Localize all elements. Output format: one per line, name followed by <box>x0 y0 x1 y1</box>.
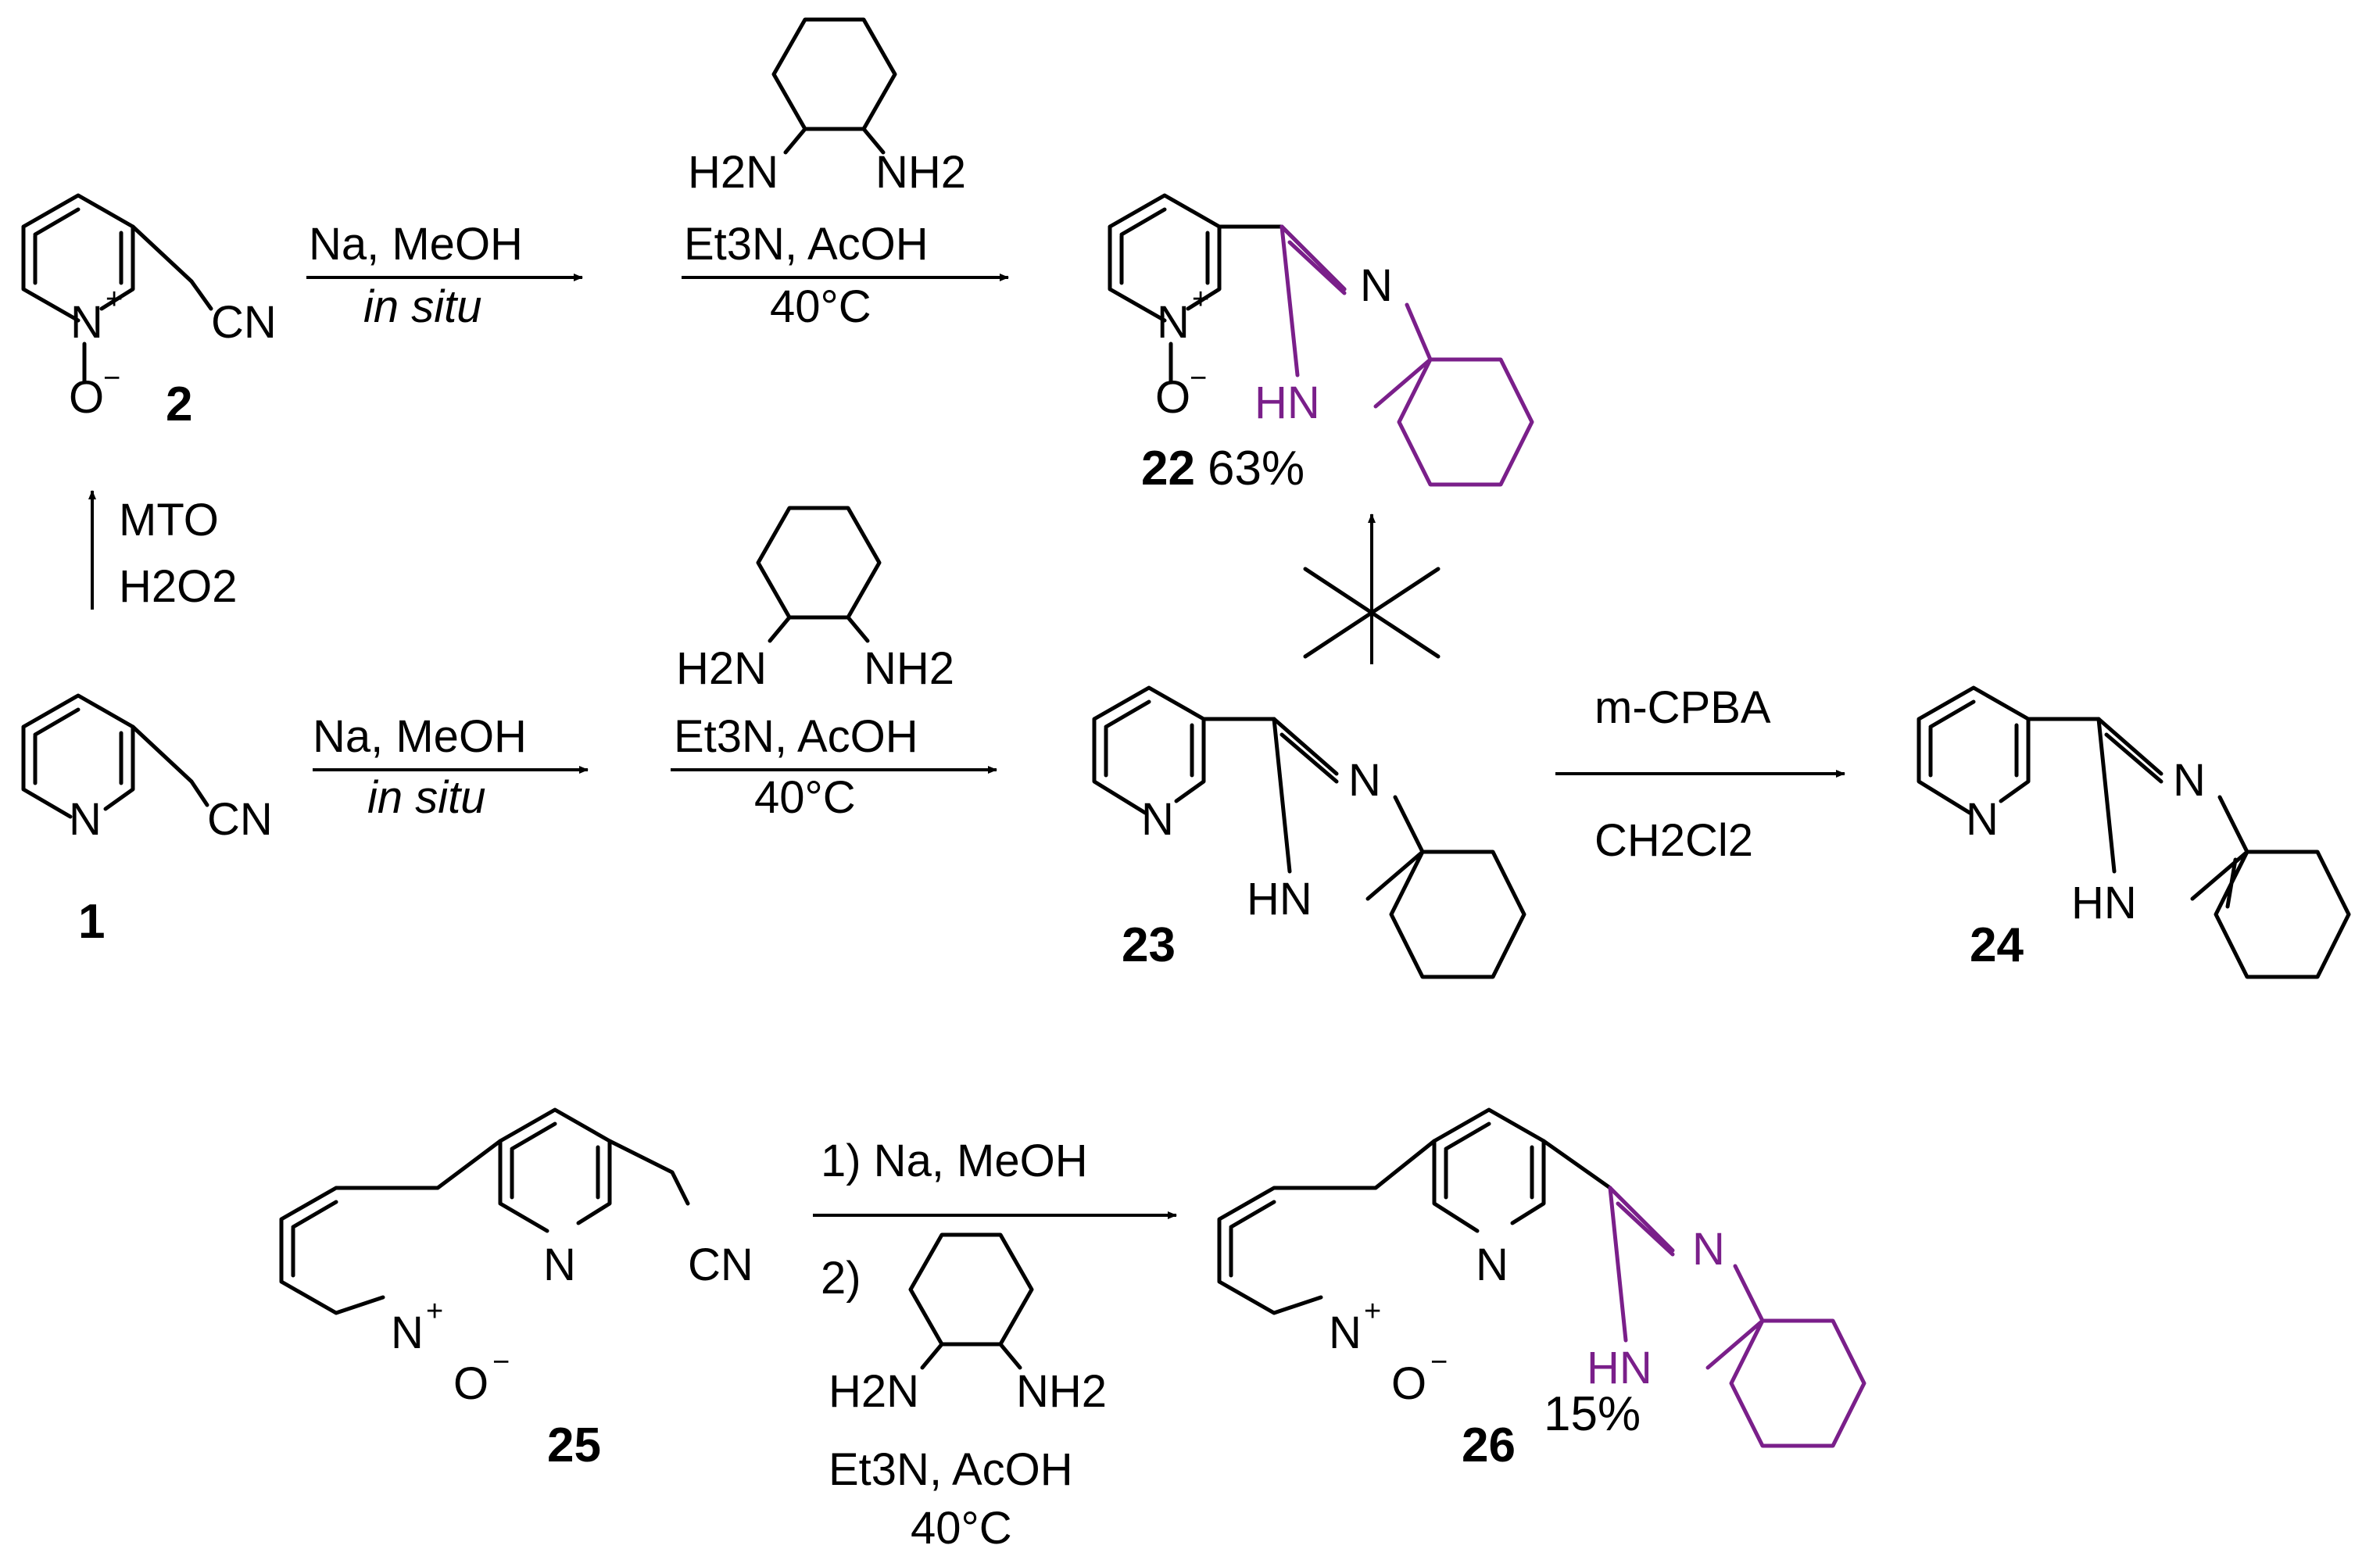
compound-label-22: 22 <box>1141 442 1195 495</box>
hn-26: HN <box>1587 1343 1652 1393</box>
n-atom-25-oxide: N <box>391 1307 424 1358</box>
minus-charge-26: − <box>1430 1346 1448 1379</box>
reagent-temp-22: 40°C <box>770 281 871 332</box>
blocked-cross-mark <box>1303 567 1441 659</box>
diamine-bottom: H2N NH2 <box>829 1232 1107 1417</box>
cn-group-25: CN <box>688 1239 753 1290</box>
n-atom-2: N <box>70 297 103 348</box>
plus-charge-22: + <box>1192 283 1209 316</box>
minus-charge-25: − <box>492 1346 510 1379</box>
nh2-top: NH2 <box>875 147 966 198</box>
reagent-na-meoh-2: Na, MeOH <box>309 219 523 270</box>
h2n-top: H2N <box>688 147 778 198</box>
reagent-et3n-acoh-26: Et3N, AcOH <box>829 1444 1073 1495</box>
compound-1: N CN 1 <box>21 693 273 949</box>
compound-26: N N + O − N HN 26 15% <box>1217 1107 1866 1472</box>
reagent-na-meoh-1: Na, MeOH <box>313 711 527 762</box>
compound-22: N + O − N HN 22 63% <box>1108 193 1534 495</box>
hn-24: HN <box>2071 878 2137 928</box>
reagent-et3n-acoh-23: Et3N, AcOH <box>674 711 918 762</box>
plus-charge-26: + <box>1364 1295 1381 1328</box>
compound-label-23: 23 <box>1122 918 1176 972</box>
reagent-in-situ-2: in situ <box>363 281 482 332</box>
n-atom-23: N <box>1141 794 1174 845</box>
o-atom-22: O <box>1155 372 1190 423</box>
n-atom-1: N <box>69 794 102 845</box>
minus-charge-2: − <box>103 362 120 395</box>
minus-charge-22: − <box>1190 362 1207 395</box>
diamine-top: H2N NH2 <box>688 17 966 198</box>
n-atom-22: N <box>1157 297 1190 348</box>
cn-group-2: CN <box>211 297 277 348</box>
h2n-bottom: H2N <box>829 1366 919 1417</box>
reagent-mcpba: m-CPBA <box>1594 682 1771 733</box>
compound-25: N CN N + O − 25 <box>279 1107 753 1472</box>
o-atom-26: O <box>1391 1358 1426 1409</box>
hn-22: HN <box>1254 377 1320 428</box>
compound-label-1: 1 <box>78 895 105 949</box>
n-imine-24: N <box>2173 755 2206 806</box>
n-atom-26-pyridine: N <box>1476 1239 1509 1290</box>
n-atom-26-oxide: N <box>1329 1307 1362 1358</box>
cn-group-1: CN <box>207 794 273 845</box>
compound-label-26: 26 <box>1462 1418 1516 1472</box>
n-imine-26: N <box>1692 1224 1725 1275</box>
reagent-temp-26: 40°C <box>911 1503 1012 1554</box>
hn-23: HN <box>1247 874 1312 925</box>
reagent-h2o2: H2O2 <box>119 561 238 612</box>
reagent-mto: MTO <box>119 495 219 545</box>
compound-24: N N HN 24 <box>1917 685 2351 979</box>
yield-22: 63% <box>1208 442 1305 495</box>
n-atom-25-pyridine: N <box>543 1239 576 1290</box>
compound-label-25: 25 <box>547 1418 601 1472</box>
reagent-step1-25: 1) Na, MeOH <box>821 1136 1088 1186</box>
n-atom-24: N <box>1966 794 1999 845</box>
n-imine-22: N <box>1360 260 1393 311</box>
n-imine-23: N <box>1348 755 1381 806</box>
compound-23: N N HN 23 <box>1092 685 1526 979</box>
nh2-middle: NH2 <box>864 643 954 694</box>
yield-26: 15% <box>1544 1387 1641 1441</box>
reagent-ch2cl2: CH2Cl2 <box>1594 815 1753 866</box>
compound-2: N + CN O − 2 <box>21 193 277 431</box>
plus-charge-2: + <box>106 283 123 316</box>
diamine-middle: H2N NH2 <box>676 506 954 694</box>
reagent-temp-23: 40°C <box>754 772 856 823</box>
plus-charge-25: + <box>426 1295 443 1328</box>
reagent-in-situ-1: in situ <box>367 772 486 823</box>
o-atom-25: O <box>453 1358 489 1409</box>
h2n-middle: H2N <box>676 643 767 694</box>
reagent-step2-label-25: 2) <box>821 1253 861 1304</box>
compound-label-24: 24 <box>1970 918 2024 972</box>
reagent-et3n-acoh-22: Et3N, AcOH <box>684 219 929 270</box>
compound-label-2: 2 <box>166 377 192 431</box>
o-atom-2: O <box>69 372 104 423</box>
nh2-bottom: NH2 <box>1016 1366 1107 1417</box>
